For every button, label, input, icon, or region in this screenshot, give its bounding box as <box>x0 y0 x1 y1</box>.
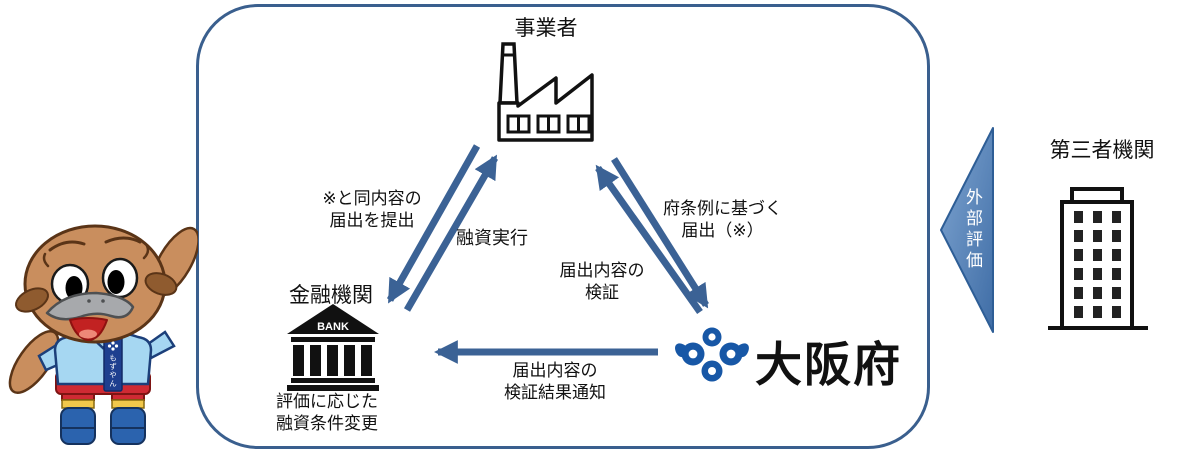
label-content-verification: 届出内容の 検証 <box>559 261 645 302</box>
mascot-shirt <box>37 329 176 386</box>
bank-icon: BANK <box>287 304 379 391</box>
arrow-financial-to-business <box>403 154 499 312</box>
osaka-logo-icon <box>675 327 749 382</box>
factory-icon <box>497 42 594 142</box>
mascot-mozuyan: もずやん <box>8 224 198 445</box>
label-ordinance-notification: 府条例に基づく 届出（※） <box>663 199 782 240</box>
arrow-business-to-osaka <box>611 157 709 309</box>
third-party-label: 第三者機関 <box>1049 139 1155 162</box>
osaka-prefecture-label: 大阪府 <box>755 338 902 391</box>
arrow-business-to-financial <box>386 144 481 304</box>
label-verification-result: 届出内容の 検証結果通知 <box>504 361 606 402</box>
financial-institution-label: 金融機関 <box>289 284 373 307</box>
business-label: 事業者 <box>514 17 578 40</box>
label-submit-notification: ※と同内容の 届出を提出 <box>322 189 422 230</box>
mascot-sash: もずやん <box>103 335 123 392</box>
arrow-osaka-to-business <box>595 164 703 315</box>
office-building-icon <box>1048 187 1148 330</box>
mascot-sash-text: もずやん <box>108 354 117 388</box>
external-evaluation-label: 外部評価 <box>963 188 982 272</box>
bank-sign-text: BANK <box>317 321 349 333</box>
label-loan-execution: 融資実行 <box>456 228 528 248</box>
label-loan-condition-change: 評価に応じた 融資条件変更 <box>276 392 378 433</box>
external-evaluation-arrow <box>940 127 994 333</box>
diagram-frame <box>196 4 930 449</box>
mascot-head <box>15 224 178 344</box>
